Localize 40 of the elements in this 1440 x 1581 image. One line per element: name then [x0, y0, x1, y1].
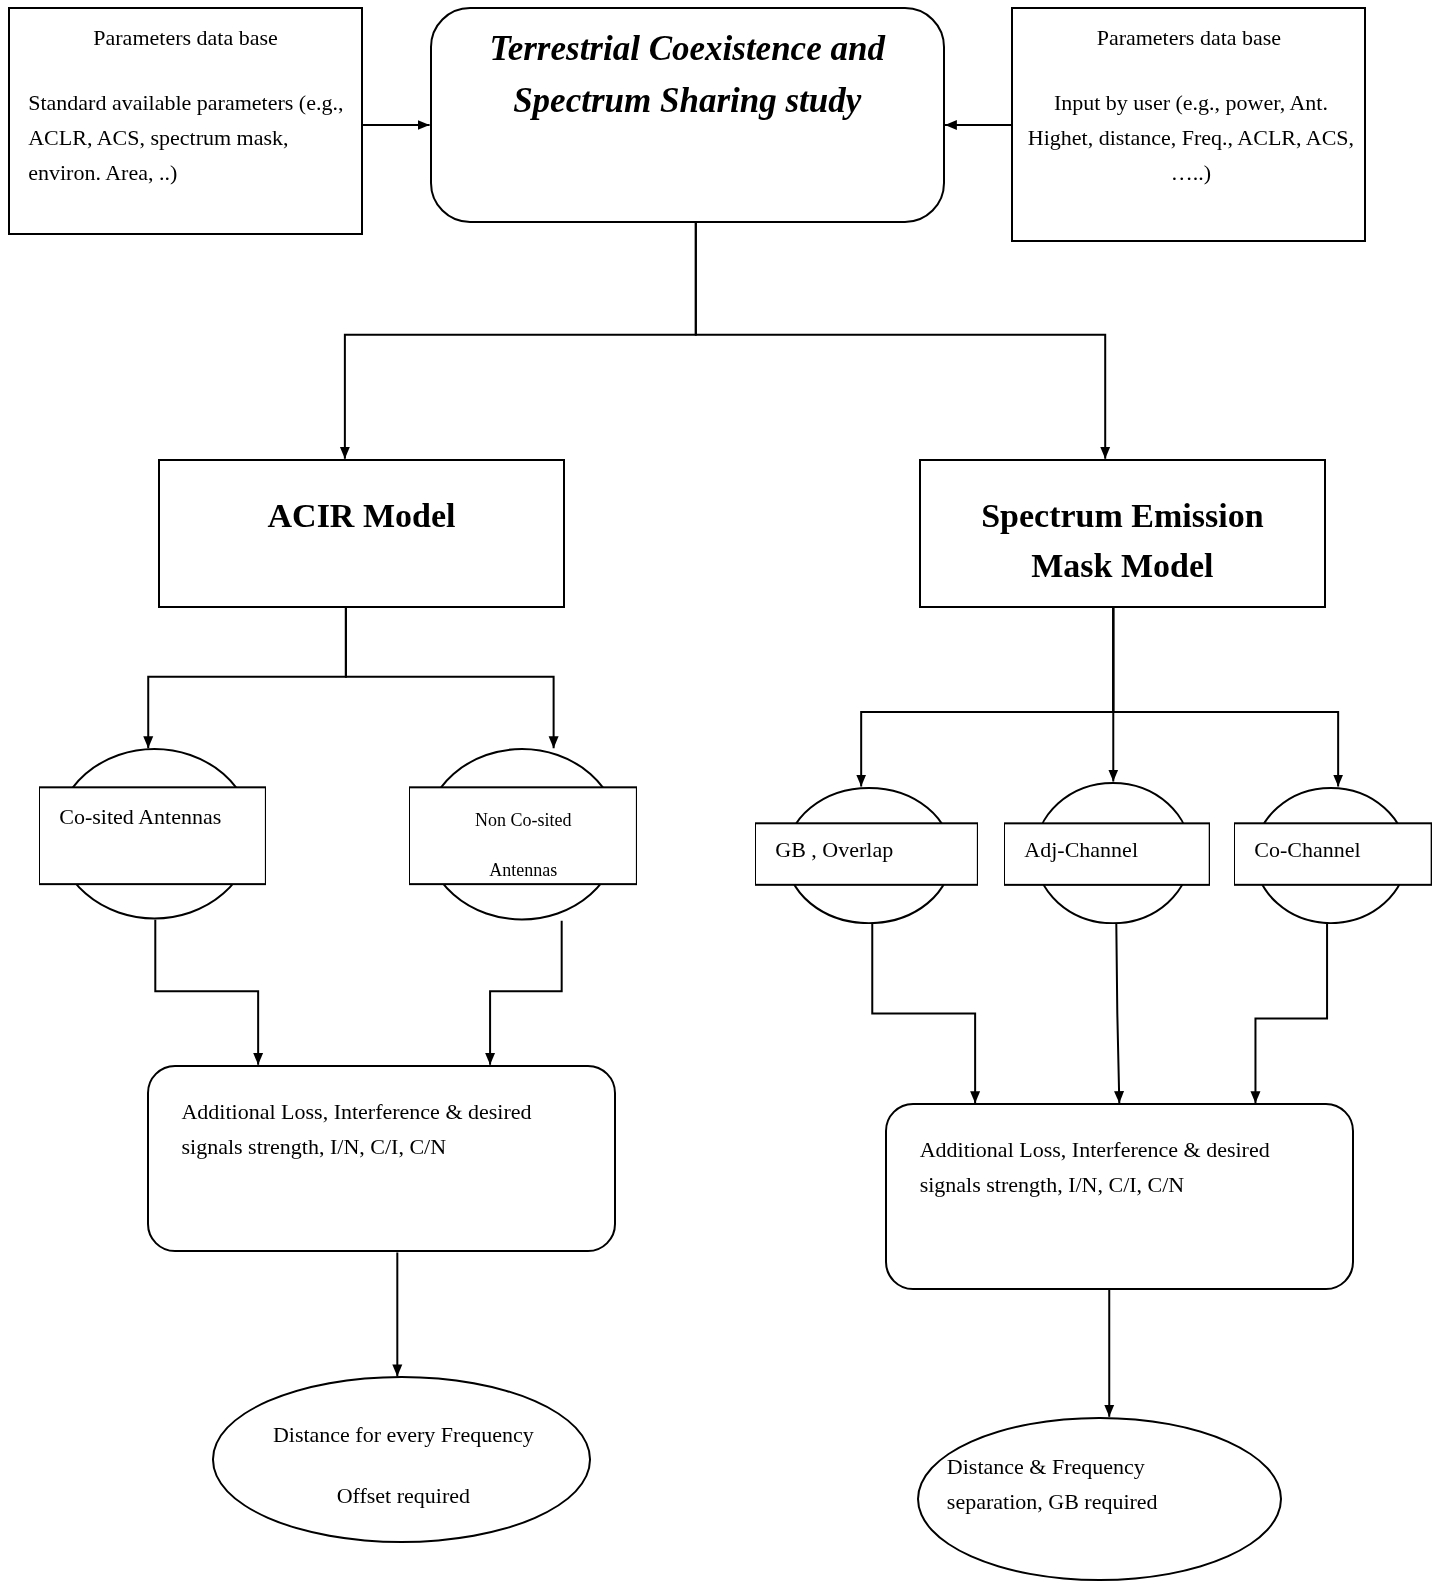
node-label: Co-Channel	[1253, 835, 1362, 864]
ellipse-box-node	[1004, 781, 1211, 924]
ellipse-box-node	[39, 748, 267, 920]
ellipse-box-node	[1234, 786, 1432, 924]
parameter-box	[1011, 7, 1367, 242]
arrow	[1114, 922, 1125, 1105]
arrow	[1104, 1288, 1115, 1418]
arrow	[943, 120, 1013, 131]
arrow	[1112, 607, 1344, 788]
title-text: Terrestrial Coexistence and Spectrum Sharing study	[488, 28, 887, 123]
box-text: Standard available parameters (e.g., ACLR, ACS, spectrum mask, environ. Area, ..)	[28, 88, 345, 187]
node-label: Co-sited Antennas	[58, 802, 223, 831]
model-title: ACIR Model	[266, 496, 457, 537]
box-text: Input by user (e.g., power, Ant. Highet, distance, Freq., ACLR, ACS, …..)	[1027, 88, 1355, 187]
result-text: Additional Loss, Interference & desired signals strength, I/N, C/I, C/N	[919, 1136, 1271, 1200]
ellipse-text: Distance for every Frequency Offset required	[271, 1420, 535, 1511]
arrow	[1250, 922, 1329, 1105]
result-box	[885, 1103, 1355, 1290]
arrow	[362, 120, 431, 131]
box-heading: Parameters data base	[1095, 24, 1283, 53]
box-heading: Parameters data base	[92, 24, 279, 53]
arrow	[694, 221, 1111, 460]
model-box	[918, 458, 1327, 609]
result-text: Additional Loss, Interference & desired signals strength, I/N, C/I, C/N	[181, 1098, 533, 1162]
result-box	[147, 1064, 617, 1253]
arrow	[154, 918, 264, 1066]
model-box	[158, 458, 565, 609]
node-label: Adj-Channel	[1023, 835, 1139, 864]
title-box	[429, 7, 945, 223]
ellipse-box-node	[409, 748, 638, 921]
ellipse-box-node	[755, 786, 979, 924]
arrow	[392, 1251, 403, 1378]
node-label: GB , Overlap	[774, 835, 895, 864]
arrow	[871, 922, 981, 1105]
parameter-box	[8, 7, 363, 235]
arrow	[344, 607, 559, 750]
node-label: Non Co-sited Antennas	[474, 808, 573, 882]
ellipse-text: Distance & Frequency separation, GB required	[946, 1453, 1159, 1517]
arrow	[485, 919, 563, 1066]
model-title: Spectrum Emission Mask Model	[980, 496, 1265, 587]
